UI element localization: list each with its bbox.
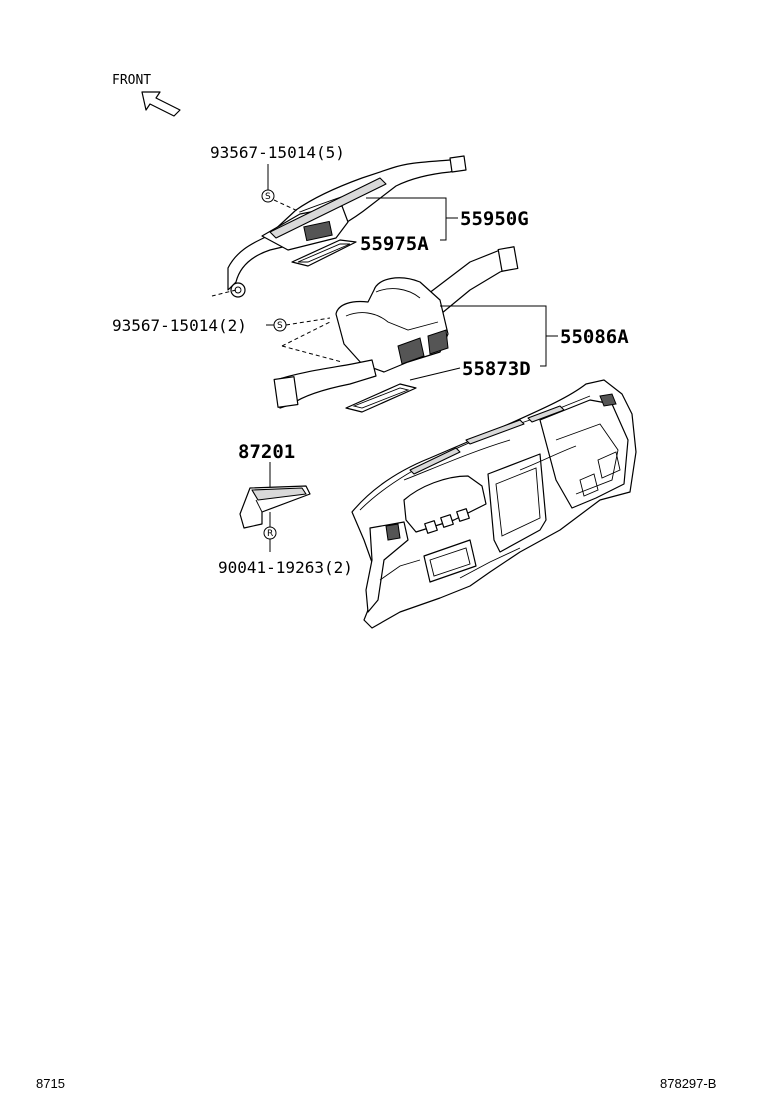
svg-text:R: R bbox=[267, 529, 273, 539]
callout-sensor: 87201 bbox=[238, 441, 295, 463]
upper-duct-assembly bbox=[227, 155, 467, 298]
center-outlet-grille bbox=[303, 220, 333, 242]
callout-filter-upper: 55975A bbox=[360, 233, 429, 255]
screw-lower-symbol: S bbox=[266, 317, 343, 363]
callout-duct-lower-assy: 55086A bbox=[560, 326, 629, 348]
instrument-panel bbox=[351, 379, 637, 629]
upper-duct-left-mount bbox=[230, 282, 246, 298]
panel-right-structure bbox=[539, 399, 629, 509]
footer-left-code: 8715 bbox=[36, 1076, 65, 1091]
panel-right-vent bbox=[599, 393, 617, 407]
lower-duct-front-tube bbox=[275, 359, 377, 409]
lower-duct-housing bbox=[335, 277, 449, 373]
panel-left-end bbox=[365, 521, 409, 613]
callout-rivet: 90041-19263(2) bbox=[218, 558, 353, 577]
lower-duct-assembly bbox=[273, 246, 519, 409]
housing-outlet-right bbox=[427, 329, 449, 355]
housing-outlet-left bbox=[397, 337, 425, 365]
callout-screw-lower: 93567-15014(2) bbox=[112, 316, 247, 335]
upper-grille-strip bbox=[269, 177, 387, 239]
front-arrow-icon bbox=[141, 91, 181, 117]
panel-left-vent bbox=[385, 523, 401, 541]
callout-filter-lower: 55873D bbox=[462, 358, 531, 380]
screw-upper-symbol: S bbox=[211, 164, 301, 297]
callout-duct-upper-assy: 55950G bbox=[460, 208, 529, 230]
upper-filter bbox=[291, 239, 357, 267]
front-label: FRONT bbox=[112, 73, 151, 88]
svg-text:S: S bbox=[277, 321, 283, 331]
defrost-slot-left bbox=[409, 447, 461, 475]
footer-right-code: 878297-B bbox=[660, 1076, 716, 1091]
callout-screw-upper: 93567-15014(5) bbox=[210, 143, 345, 162]
svg-text:S: S bbox=[265, 192, 271, 202]
lower-duct-rear-outlet bbox=[497, 246, 519, 272]
lower-filter bbox=[345, 383, 417, 413]
center-stack bbox=[487, 453, 547, 553]
bracket-55086A bbox=[409, 305, 558, 381]
sensor-87201: R bbox=[239, 462, 311, 552]
lower-opening-left bbox=[423, 539, 477, 583]
upper-duct-end-connector bbox=[449, 155, 467, 173]
switch-2 bbox=[440, 514, 454, 528]
switch-3 bbox=[456, 508, 470, 522]
front-indicator: FRONT bbox=[112, 73, 181, 117]
lower-duct-front-outlet bbox=[273, 376, 299, 408]
switch-1 bbox=[424, 520, 438, 534]
bracket-55950G bbox=[366, 197, 458, 241]
defrost-slot-center bbox=[465, 419, 525, 445]
